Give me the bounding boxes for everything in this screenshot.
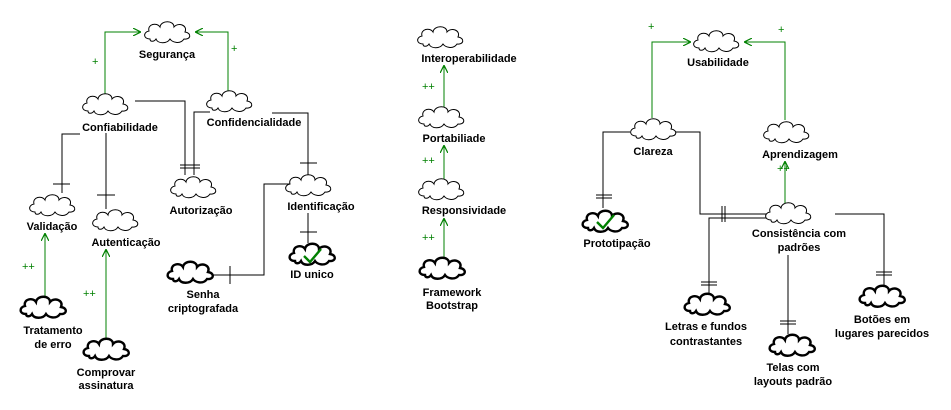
link-senha-identificacao xyxy=(213,183,290,276)
softgoal-responsividade: Responsividade xyxy=(418,178,506,217)
label-prototipacao: Prototipação xyxy=(583,238,651,250)
softgoal-seguranca: Segurança xyxy=(139,21,196,61)
label-seguranca: Segurança xyxy=(139,49,196,61)
label-confiabilidade: Confiabilidade xyxy=(82,122,158,134)
label-tratamento-line2: de erro xyxy=(34,339,72,351)
label-interoperabilidade: Interoperabilidade xyxy=(421,53,516,65)
left-group-links: + + ++ ++ xyxy=(22,32,317,338)
contrib-portabilidade-interoperabilidade: ++ xyxy=(422,81,435,93)
softgoal-confiabilidade: Confiabilidade xyxy=(82,93,158,134)
label-portabilidade: Portabiliade xyxy=(423,133,486,145)
label-autenticacao: Autenticação xyxy=(91,237,160,249)
label-framework-line1: Framework xyxy=(423,287,483,299)
softgoal-usabilidade: Usabilidade xyxy=(687,30,749,69)
link-aprendizagem-usabilidade xyxy=(745,42,786,120)
link-consistencia-clareza xyxy=(675,131,768,215)
contrib-aprendizagem-usabilidade: + xyxy=(778,24,784,36)
link-botoes-consistencia xyxy=(835,213,885,285)
label-responsividade: Responsividade xyxy=(422,205,506,217)
softgoal-clareza: Clareza xyxy=(630,118,677,158)
link-prototipacao-clareza xyxy=(602,131,630,208)
contrib-consistencia-aprendizagem: ++ xyxy=(777,163,790,175)
contrib-comprovar-autenticacao: ++ xyxy=(83,288,96,300)
operationalization-botoes: Botões em lugares parecidos xyxy=(835,284,929,340)
operationalization-telas-layouts: Telas com layouts padrão xyxy=(754,333,833,388)
operationalization-prototipacao: Prototipação xyxy=(581,209,651,250)
right-group-links: + + ++ xyxy=(596,21,892,334)
link-letras-consistencia xyxy=(708,217,768,293)
label-botoes-line1: Botões em xyxy=(854,314,910,326)
label-id-unico: ID unico xyxy=(290,269,334,281)
contrib-confiabilidade-seguranca: + xyxy=(92,56,98,68)
link-identificacao-confidencialidade xyxy=(272,112,309,175)
operationalization-id-unico: ID unico xyxy=(288,242,336,281)
contrib-confidencialidade-seguranca: + xyxy=(231,43,237,55)
label-consistencia-line2: padrões xyxy=(778,242,821,254)
link-autorizacao-confidencialidade xyxy=(193,111,210,175)
label-consistencia-line1: Consistência com xyxy=(752,228,846,240)
contrib-tratamento-validacao: ++ xyxy=(22,261,35,273)
contrib-responsividade-portabilidade: ++ xyxy=(422,155,435,167)
operationalization-framework-bootstrap: Framework Bootstrap xyxy=(418,256,483,312)
link-confidencialidade-seguranca xyxy=(196,32,229,92)
label-validacao: Validação xyxy=(27,221,78,233)
operationalization-comprovar-assinatura: Comprovar assinatura xyxy=(77,337,136,392)
satisfied-check-icon xyxy=(303,248,322,264)
label-telas-line2: layouts padrão xyxy=(754,376,833,388)
label-senha-line1: Senha xyxy=(186,289,220,301)
softgoal-portabilidade: Portabiliade xyxy=(418,106,486,145)
operationalization-letras-e-fundos: Letras e fundos contrastantes xyxy=(665,292,747,348)
softgoal-consistencia: Consistência com padrões xyxy=(752,202,846,254)
satisfied-check-icon xyxy=(596,214,615,230)
middle-group-links: ++ ++ ++ xyxy=(422,66,444,259)
softgoal-aprendizagem: Aprendizagem xyxy=(762,121,838,161)
softgoal-interoperabilidade: Interoperabilidade xyxy=(417,26,517,65)
label-comprovar-line2: assinatura xyxy=(78,380,134,392)
softgoal-identificacao: Identificação xyxy=(285,174,355,213)
softgoal-autenticacao: Autenticação xyxy=(91,209,161,249)
label-clareza: Clareza xyxy=(633,146,673,158)
softgoal-validacao: Validação xyxy=(27,194,78,233)
link-clareza-usabilidade xyxy=(651,42,690,118)
label-telas-line1: Telas com xyxy=(767,362,820,374)
label-botoes-line2: lugares parecidos xyxy=(835,328,929,340)
link-autorizacao-confiabilidade xyxy=(135,100,186,175)
label-senha-line2: criptografada xyxy=(168,303,239,315)
link-confiabilidade-seguranca xyxy=(104,32,140,95)
label-usabilidade: Usabilidade xyxy=(687,57,749,69)
label-confidencialidade: Confidencialidade xyxy=(207,117,302,129)
operationalization-senha-criptografada: Senha criptografada xyxy=(166,260,239,315)
label-aprendizagem: Aprendizagem xyxy=(762,149,838,161)
contrib-framework-responsividade: ++ xyxy=(422,232,435,244)
contrib-clareza-usabilidade: + xyxy=(648,21,654,33)
label-comprovar-line1: Comprovar xyxy=(77,367,136,379)
operationalization-tratamento-de-erro: Tratamento de erro xyxy=(19,295,83,351)
label-autorizacao: Autorização xyxy=(170,205,233,217)
softgoal-autorizacao: Autorização xyxy=(170,176,233,217)
softgoal-confidencialidade: Confidencialidade xyxy=(206,90,302,129)
label-identificacao: Identificação xyxy=(287,201,355,213)
label-letras-line2: contrastantes xyxy=(670,336,742,348)
label-tratamento-line1: Tratamento xyxy=(23,325,83,337)
label-framework-line2: Bootstrap xyxy=(426,300,478,312)
label-letras-line1: Letras e fundos xyxy=(665,321,747,333)
link-validacao-confiabilidade xyxy=(61,133,80,193)
